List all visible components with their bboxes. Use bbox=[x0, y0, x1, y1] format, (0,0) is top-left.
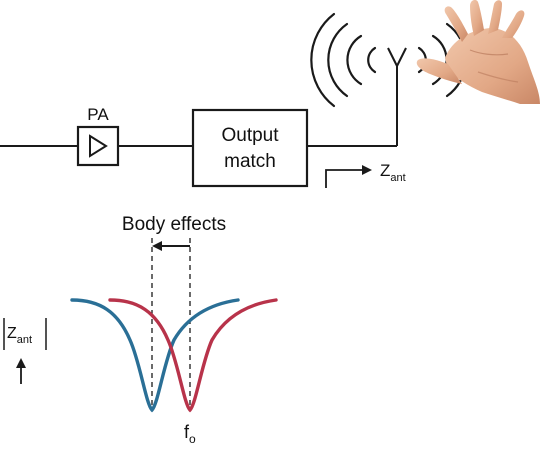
fo-symbol: f bbox=[184, 422, 190, 442]
ylabel-symbol: Z bbox=[7, 325, 17, 342]
antenna-icon bbox=[387, 47, 407, 67]
fo-subscript: o bbox=[189, 432, 196, 446]
output-match-label-line1: Output bbox=[221, 125, 279, 146]
ylabel-subscript: ant bbox=[17, 334, 32, 346]
y-axis-label: Zant bbox=[3, 318, 47, 350]
zant-label: Zant bbox=[380, 161, 406, 184]
zant-subscript: ant bbox=[390, 172, 405, 184]
svg-text:Zant: Zant bbox=[7, 325, 32, 346]
fo-label: fo bbox=[184, 422, 196, 446]
output-match-block: Output match bbox=[191, 108, 309, 188]
pa-label: PA bbox=[87, 105, 109, 124]
output-match-label-line2: match bbox=[224, 151, 276, 172]
power-amplifier-block bbox=[76, 125, 120, 167]
hand-icon bbox=[416, 0, 540, 104]
radio-waves-icon bbox=[310, 12, 467, 108]
amplifier-triangle-icon bbox=[89, 134, 108, 158]
shifted-impedance-curve bbox=[70, 298, 240, 413]
body-effects-label: Body effects bbox=[122, 214, 226, 235]
zant-symbol: Z bbox=[380, 161, 390, 180]
zant-reference-arrow bbox=[325, 165, 372, 188]
original-impedance-curve bbox=[108, 298, 278, 413]
